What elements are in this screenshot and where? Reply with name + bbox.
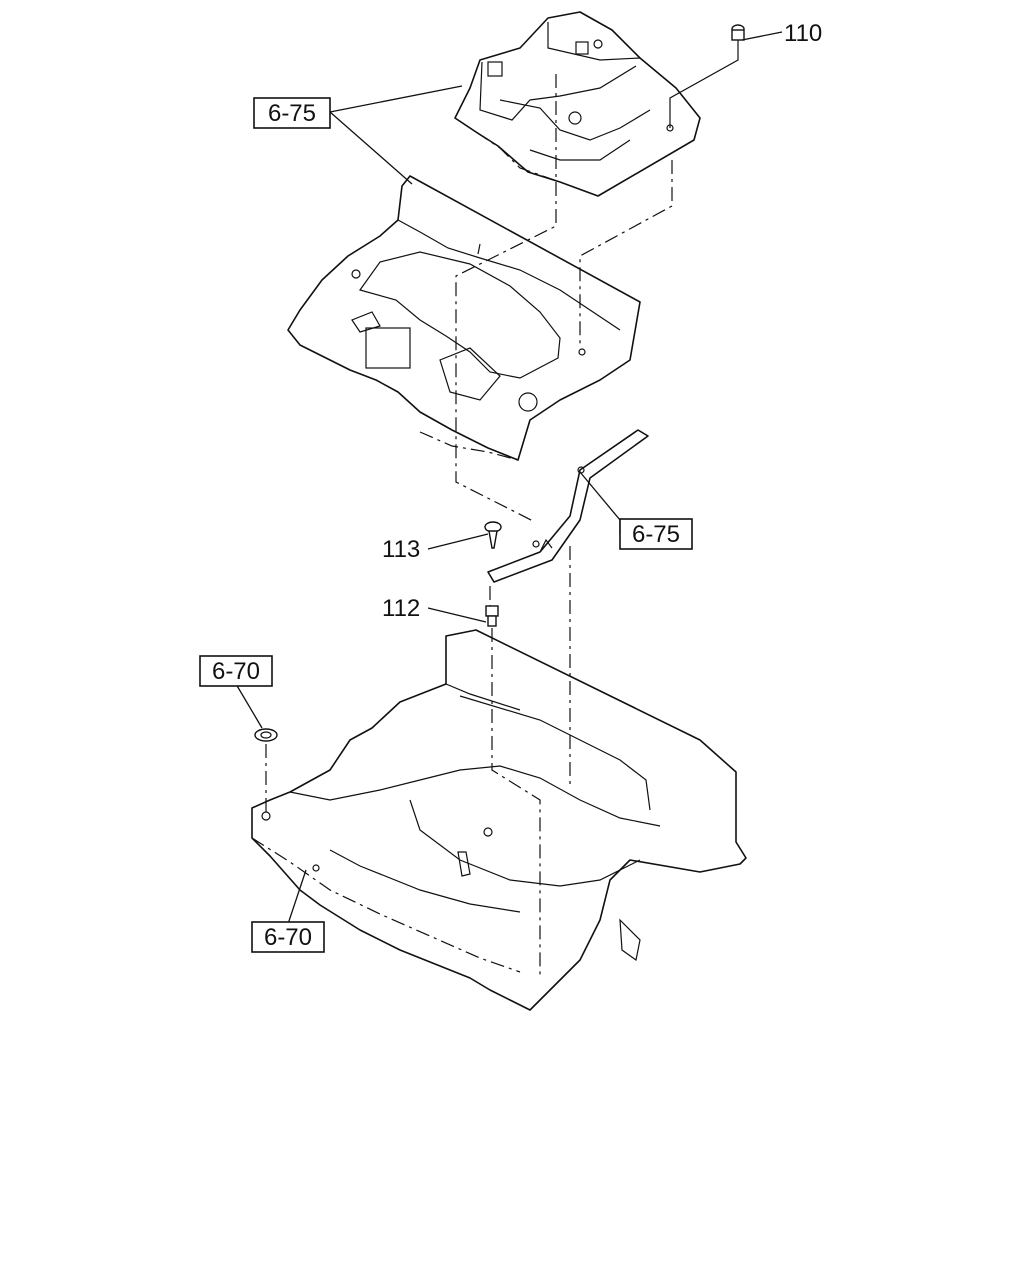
upper-floor-insulator [454,11,701,197]
part-number-110[interactable]: 110 [784,20,822,47]
clip-110 [669,24,745,128]
rear-floor-panel [251,629,747,1011]
front-floor-panel [287,175,641,461]
svg-text:6-75: 6-75 [268,100,316,127]
floor-bracket [487,429,649,583]
svg-text:6-70: 6-70 [264,924,312,951]
screw-113 [484,521,502,549]
ref-label-6-75-mid[interactable]: 6-75 [619,518,693,550]
ref-label-6-75-top[interactable]: 6-75 [253,97,331,129]
part-number-112[interactable]: 112 [382,595,420,622]
clip-112 [485,605,499,627]
svg-text:6-70: 6-70 [212,658,260,685]
ref-label-6-70-left[interactable]: 6-70 [199,655,273,687]
grommet [254,728,278,742]
svg-text:6-75: 6-75 [632,521,680,548]
part-number-113[interactable]: 113 [382,536,420,563]
leader-lines [235,31,783,925]
ref-label-6-70-bottom[interactable]: 6-70 [251,921,325,953]
